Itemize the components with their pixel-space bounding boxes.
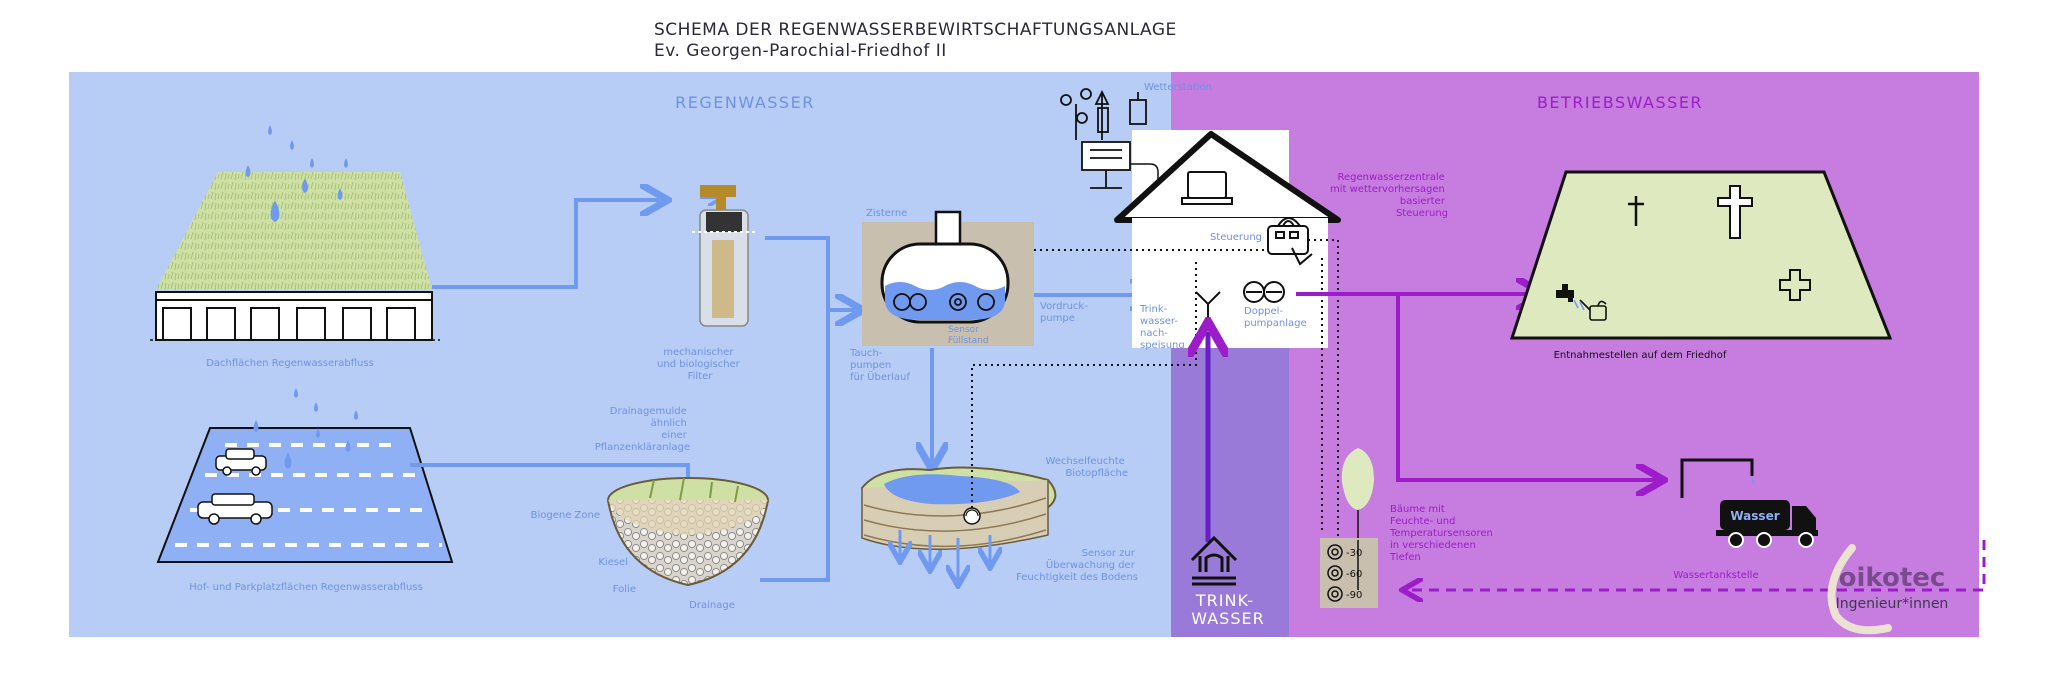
rainwater-section-title: REGENWASSER (675, 93, 815, 112)
diagram-title: SCHEMA DER REGENWASSERBEWIRTSCHAFTUNGSAN… (654, 20, 1177, 40)
tree-icon (1341, 448, 1374, 540)
raindrop-icon (245, 125, 348, 222)
flow-tank-return (1408, 540, 1986, 590)
soil-sensor-label: Sensor zur Überwachung der Feuchtigkeit … (1016, 548, 1138, 583)
weather-station-label: Wetterstation (1144, 82, 1212, 93)
control-label: Steuerung (1210, 232, 1262, 243)
cross-icon (1717, 185, 1753, 239)
watering-can-icon (1579, 299, 1607, 321)
water-central-house (1114, 131, 1341, 348)
depth-label-30: -30 (1346, 548, 1362, 559)
foil-label: Folie (613, 584, 636, 595)
company-logo: oikotec Ingenieur*innen (1827, 544, 1949, 635)
service-water-zone (1289, 72, 1979, 637)
pump-icon (893, 293, 995, 311)
flow-filter-to-cistern (765, 236, 855, 310)
raindrop-icon (253, 388, 358, 469)
outlets-label: Entnahmestellen auf dem Friedhof (1554, 350, 1727, 361)
diagram-header: SCHEMA DER REGENWASSERBEWIRTSCHAFTUNGSAN… (654, 20, 1177, 62)
parking-label: Hof- und Parkplatzflächen Regenwasserabf… (189, 582, 423, 593)
biotope-label: Wechselfeuchte Biotopfläche (1045, 456, 1128, 479)
drainage-label: Drainage (689, 600, 735, 611)
tank-station-label: Wassertankstelle (1673, 570, 1758, 581)
cemetery-area (1509, 170, 1893, 340)
depth-label-90: -90 (1346, 590, 1362, 601)
roof-label: Dachflächen Regenwasserabfluss (206, 358, 374, 369)
diagram-subtitle: Ev. Georgen-Parochial-Friedhof II (654, 41, 947, 61)
double-pump-label: Doppel- pumpanlage (1244, 306, 1307, 329)
biogenic-zone-label: Biogene Zone (531, 510, 600, 521)
tree-sensor-label: Bäume mit Feuchte- und Temperatursensore… (1389, 504, 1496, 563)
car-icon (197, 493, 273, 525)
parking-area (156, 427, 454, 563)
flow-roof-to-filter (432, 200, 660, 289)
tap-icon (1556, 284, 1574, 302)
cistern-label: Zisterne (866, 208, 907, 219)
filter-label: mechanischer und biologischer Filter (657, 347, 743, 382)
pump-icon (1243, 281, 1285, 303)
weather-station-icon (1060, 88, 1147, 189)
water-supply-icon (1190, 535, 1238, 586)
cistern (862, 210, 1034, 346)
fill-sensor-label: Sensor Füllstand (948, 325, 989, 346)
drinking-water-label: TRINK- WASSER (1191, 591, 1264, 628)
green-roof (150, 172, 440, 341)
cross-icon (1628, 196, 1644, 226)
laptop-icon (1181, 171, 1233, 205)
biotope-area (860, 466, 1057, 550)
filter-unit (692, 185, 756, 327)
truck-icon: Wasser (1716, 500, 1818, 548)
service-water-section-title: BETRIEBSWASSER (1537, 93, 1703, 112)
flow-pump-to-tank (1396, 294, 1656, 480)
signal-line-sensors (1308, 239, 1339, 548)
logo-name: oikotec (1839, 563, 1946, 593)
truck-label: Wasser (1730, 509, 1779, 523)
tank-station-pipe (1680, 458, 1754, 498)
submersible-pumps-label: Tauch- pumpen für Überlauf (849, 348, 910, 383)
logo-subtitle: Ingenieur*innen (1836, 596, 1949, 612)
refill-label: Trink- wasser- nach- speisung (1139, 304, 1185, 351)
signal-line-biotope (971, 258, 1197, 508)
gravel-label: Kiesel (598, 557, 628, 568)
drainage-basin (607, 477, 769, 587)
flow-basin-to-cistern (760, 310, 830, 582)
soil-sensor-column: -30 -60 -90 (1320, 538, 1378, 608)
central-label: Regenwasserzentrale mit wettervorhersage… (1330, 172, 1448, 219)
drainage-basin-label: Drainagemulde ähnlich einer Pflanzenklär… (595, 406, 690, 453)
car-icon (215, 448, 267, 476)
signal-weather-to-laptop (1130, 163, 1180, 182)
depth-label-60: -60 (1346, 569, 1362, 580)
pre-pressure-pump-label: Vordruck- pumpe (1040, 301, 1091, 324)
cross-icon (1779, 269, 1811, 301)
